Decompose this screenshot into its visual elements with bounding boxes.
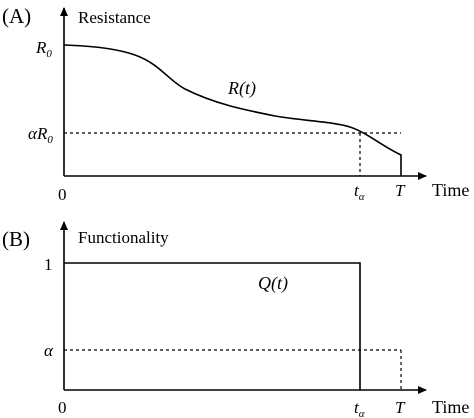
panel-b-T-label: T [395,398,406,417]
panel-a-label: (A) [2,4,31,28]
panel-a-T-label: T [395,181,406,200]
functionality-step-curve [64,262,361,390]
panel-a-origin-label: 0 [58,185,67,204]
panel-b-t-alpha-label: tα [354,398,365,418]
panel-b-x-axis-label: Time [432,397,469,417]
panel-b-one-label: 1 [44,255,53,274]
panel-b-origin-label: 0 [58,398,67,417]
panel-a-alpha-r0-label: αR0 [28,124,53,146]
panel-b-y-axis-label: Functionality [78,228,169,247]
panel-a: (A) Resistance Time 0 R0 αR0 R(t) tα T [2,4,469,204]
panel-a-x-axis-label: Time [432,180,469,200]
panel-a-y-axis-label: Resistance [78,8,151,27]
functionality-curve-label: Q(t) [258,273,288,294]
panel-b: (B) Functionality Time 0 1 α Q(t) tα T [2,221,469,418]
panel-a-t-alpha-label: tα [354,181,365,203]
panel-b-label: (B) [2,227,30,251]
resistance-curve [63,44,402,176]
panel-b-alpha-label: α [44,341,54,360]
resistance-curve-label: R(t) [227,78,256,99]
panel-a-r0-label: R0 [35,38,52,60]
